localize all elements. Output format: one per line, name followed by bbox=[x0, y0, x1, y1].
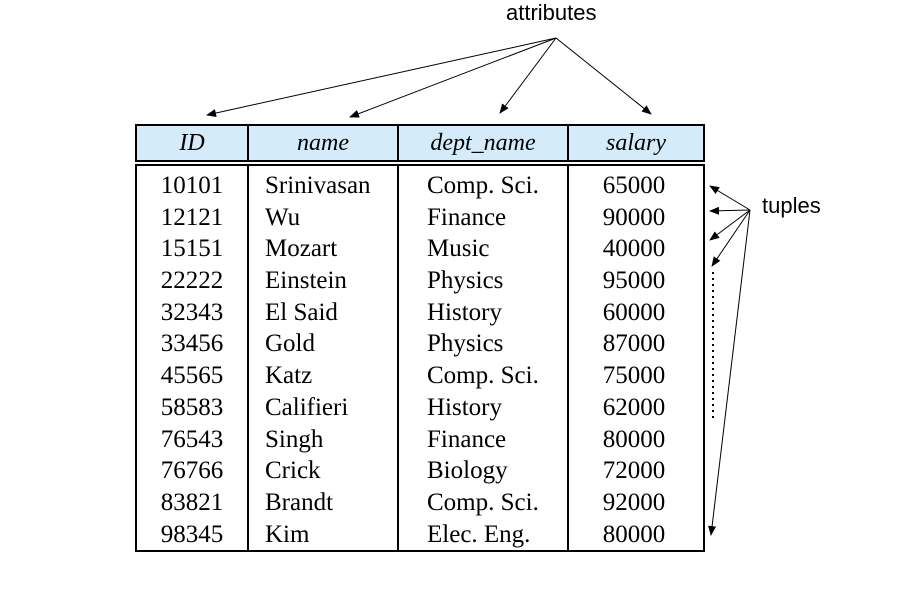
cell-name: Crick bbox=[265, 457, 321, 485]
cell-id: 15151 bbox=[160, 235, 224, 263]
arrow-to-tuple-1 bbox=[709, 185, 751, 211]
cell-id: 76766 bbox=[160, 457, 224, 485]
cell-dept-name: Physics bbox=[427, 267, 504, 295]
cell-name: Gold bbox=[265, 330, 315, 358]
cell-id: 10101 bbox=[160, 172, 224, 199]
cell-dept-name: Comp. Sci. bbox=[427, 362, 539, 390]
cell-name: Srinivasan bbox=[265, 172, 371, 199]
header-id: ID bbox=[137, 126, 249, 160]
arrow-to-name-header bbox=[349, 37, 557, 118]
table-header-row: ID name dept_name salary bbox=[135, 124, 705, 162]
cell-id: 58583 bbox=[160, 393, 224, 421]
cell-dept-name: Elec. Eng. bbox=[427, 520, 531, 548]
cell-name: Brandt bbox=[265, 488, 334, 516]
cell-salary: 62000 bbox=[602, 393, 666, 421]
cell-dept-name: Finance bbox=[427, 425, 507, 453]
cell-id: 12121 bbox=[160, 203, 224, 231]
cell-id: 33456 bbox=[160, 330, 224, 358]
cell-name: Katz bbox=[265, 362, 313, 390]
cell-salary: 90000 bbox=[602, 203, 666, 231]
cell-salary: 60000 bbox=[602, 298, 666, 326]
arrow-to-dept-name-header bbox=[499, 37, 557, 114]
instructor-relation-table: ID name dept_name salary 10101 12121 15151… bbox=[135, 124, 705, 552]
cell-salary: 75000 bbox=[602, 362, 666, 390]
arrow-to-salary-header bbox=[555, 37, 652, 115]
cell-id: 76543 bbox=[160, 425, 224, 453]
cell-dept-name: Physics bbox=[427, 330, 504, 358]
arrow-to-id-header bbox=[206, 37, 557, 117]
cell-dept-name: Biology bbox=[427, 457, 508, 485]
attributes-label: attributes bbox=[506, 0, 597, 25]
cell-dept-name: History bbox=[427, 298, 502, 326]
cell-name: Wu bbox=[265, 203, 301, 231]
cell-id: 98345 bbox=[160, 520, 224, 548]
header-name: name bbox=[249, 126, 399, 160]
cell-id: 32343 bbox=[160, 298, 224, 326]
cell-name: Califieri bbox=[265, 393, 349, 421]
arrow-to-last-tuple bbox=[708, 209, 751, 536]
cell-salary: 92000 bbox=[602, 488, 666, 516]
cell-salary: 80000 bbox=[602, 520, 666, 548]
header-dept-name: dept_name bbox=[399, 126, 569, 160]
cell-dept-name: History bbox=[427, 393, 502, 421]
cell-salary: 65000 bbox=[602, 172, 666, 199]
cell-salary: 72000 bbox=[602, 457, 666, 485]
cell-name: El Said bbox=[265, 298, 338, 326]
cell-dept-name: Finance bbox=[427, 203, 507, 231]
cell-dept-name: Comp. Sci. bbox=[427, 488, 539, 516]
cell-name: Mozart bbox=[265, 235, 338, 263]
cell-name: Einstein bbox=[265, 267, 347, 295]
cell-salary: 87000 bbox=[602, 330, 666, 358]
cell-salary: 80000 bbox=[602, 425, 666, 453]
arrow-to-tuple-2 bbox=[709, 206, 751, 215]
arrow-to-tuple-3 bbox=[709, 209, 751, 241]
header-salary: salary bbox=[606, 129, 666, 156]
cell-salary: 40000 bbox=[602, 235, 666, 263]
cell-salary: 95000 bbox=[602, 267, 666, 295]
cell-name: Kim bbox=[265, 520, 310, 548]
column-salary: 65000 90000 40000 95000 60000 87000 75000 62000… bbox=[569, 166, 703, 550]
cell-dept-name: Music bbox=[427, 235, 490, 263]
arrow-to-tuple-4 bbox=[711, 209, 751, 267]
tuples-label: tuples bbox=[762, 193, 821, 218]
table-body: 10101 12121 15151 22222 32343 33456 45565 58583… bbox=[135, 164, 705, 552]
cell-dept-name: Comp. Sci. bbox=[427, 172, 539, 199]
cell-name: Singh bbox=[265, 425, 324, 453]
column-id: 10101 12121 15151 22222 32343 33456 45565 58583… bbox=[137, 166, 249, 550]
cell-id: 83821 bbox=[160, 488, 224, 516]
cell-id: 22222 bbox=[160, 267, 224, 295]
cell-id: 45565 bbox=[160, 362, 224, 390]
